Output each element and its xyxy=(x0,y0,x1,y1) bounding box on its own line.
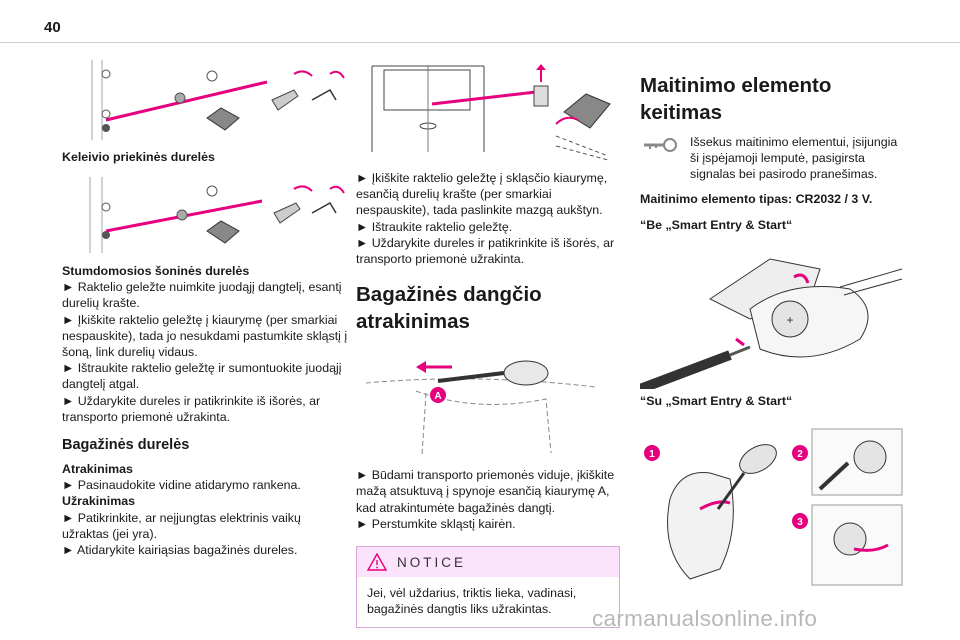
sliding-step-3: ► Ištraukite raktelio geležtę ir sumontu… xyxy=(62,361,342,392)
warning-triangle-icon xyxy=(367,553,387,571)
tailgate-step-1: ► Įkiškite raktelio geležtę į skląsčio k… xyxy=(356,171,608,218)
hatch-step-2: ► Perstumkite skląstį kairėn. xyxy=(356,516,516,531)
column-right: Maitinimo elemento keitimas Išsekus mait… xyxy=(640,72,904,590)
front-door-caption: Keleivio priekinės durelės xyxy=(62,150,215,164)
without-smart-entry-heading: “Be „Smart Entry & Start“ xyxy=(640,217,793,232)
tailgate-step-3: ► Uždarykite dureles ir patikrinkite iš … xyxy=(356,235,615,267)
key-battery-warning-icon xyxy=(644,138,677,152)
battery-intro: Išsekus maitinimo elementui, įsijungia š… xyxy=(640,134,904,183)
hatch-figure: A xyxy=(356,343,620,462)
column-middle: ► Įkiškite raktelio geležtę į skląsčio k… xyxy=(356,56,620,629)
battery-type: Maitinimo elemento tipas: CR2032 / 3 V. xyxy=(640,191,873,206)
battery-intro-text: Išsekus maitinimo elementui, įsijungia š… xyxy=(690,135,898,182)
with-smart-entry-heading: “Su „Smart Entry & Start“ xyxy=(640,394,793,409)
column-left: Keleivio priekinės durelės Stumdomosios … xyxy=(62,56,348,558)
step-1-label: 1 xyxy=(649,449,655,460)
notice-header: NOTICE xyxy=(357,547,619,578)
sliding-step-1: ► Raktelio geležte nuimkite juodąjį dang… xyxy=(62,280,342,311)
locking-step-2: ► Atidarykite kairiąsias bagažinės durel… xyxy=(62,543,298,558)
rear-doors-heading: Bagažinės durelės xyxy=(62,437,190,454)
sliding-door-heading: Stumdomosios šoninės durelės xyxy=(62,264,250,278)
step-3-label: 3 xyxy=(797,517,803,528)
locking-step-1: ► Patikrinkite, ar neįjungtas elektrinis… xyxy=(62,510,301,541)
unlocking-step: ► Pasinaudokite vidine atidarymo rankena… xyxy=(62,478,301,493)
notice-text: Jei, vėl uždarius, triktis lieka, vadina… xyxy=(367,586,577,617)
step-2-label: 2 xyxy=(797,449,803,460)
tailgate-step-2: ► Ištraukite raktelio geležtę. xyxy=(356,219,513,234)
key-without-smart-entry-figure: + xyxy=(640,239,904,390)
locking-label: Užrakinimas xyxy=(62,494,136,509)
front-door-figure xyxy=(62,56,348,146)
sliding-step-4: ► Uždarykite dureles ir patikrinkite iš … xyxy=(62,393,321,424)
watermark: carmanualsonline.info xyxy=(592,606,818,631)
top-rule xyxy=(0,42,960,43)
notice-title: NOTICE xyxy=(397,554,467,570)
hatch-figure-label: A xyxy=(434,391,441,402)
key-with-smart-entry-figure: 1 2 3 xyxy=(640,419,904,590)
svg-text:+: + xyxy=(786,313,793,327)
notice-box: NOTICE Jei, vėl uždarius, triktis lieka,… xyxy=(356,546,620,629)
sliding-door-figure xyxy=(62,173,348,257)
hatch-step-1: ► Būdami transporto priemonės viduje, įk… xyxy=(356,468,615,515)
sliding-step-2: ► Įkiškite raktelio geležtę į kiaurymę (… xyxy=(62,312,348,360)
battery-heading: Maitinimo elemento keitimas xyxy=(640,74,832,124)
tailgate-figure xyxy=(356,56,620,162)
hatch-heading: Bagažinės dangčio atrakinimas xyxy=(356,283,542,334)
page-number: 40 xyxy=(44,19,61,36)
unlocking-label: Atrakinimas xyxy=(62,462,133,477)
